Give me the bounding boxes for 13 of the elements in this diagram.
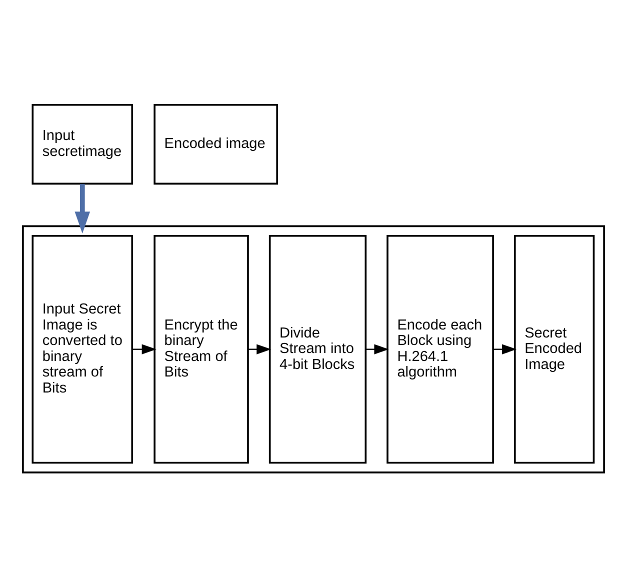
node-box: Input secretimage	[32, 104, 134, 185]
cluster	[22, 225, 605, 474]
arrow	[248, 344, 272, 354]
arrow	[493, 344, 517, 354]
node-box: Divide Stream into 4-bit Blocks	[268, 234, 367, 464]
node-box: Encoded image	[154, 104, 278, 185]
arrow	[366, 344, 389, 354]
node-box: Encode each Block using H.264.1 algorithm	[386, 234, 494, 464]
node-box: Encrypt the binary Stream of Bits	[154, 234, 249, 464]
node-box: Secret Encoded Image	[514, 234, 595, 464]
arrow	[74, 184, 90, 234]
arrow	[132, 344, 156, 354]
node-box: Input Secret Image is converted to binary stream of Bits	[32, 234, 134, 464]
